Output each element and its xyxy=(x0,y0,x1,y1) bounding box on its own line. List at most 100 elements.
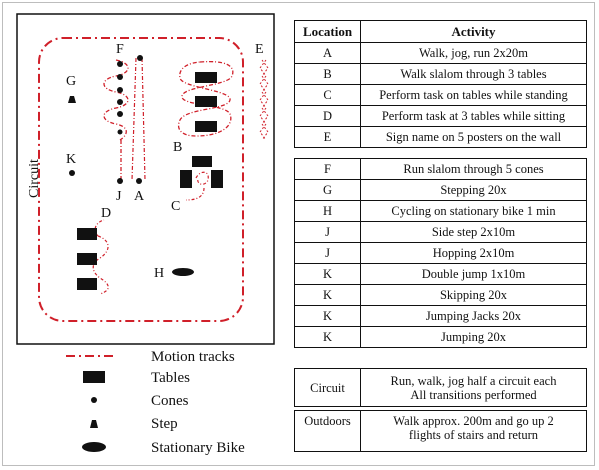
figure-frame xyxy=(2,2,595,466)
legend-label-step: Step xyxy=(151,416,178,432)
label-a: A xyxy=(134,189,145,204)
a-cone-top xyxy=(137,55,143,61)
h-bike-icon xyxy=(172,268,194,276)
cell-location: F xyxy=(294,158,361,180)
cell-location: H xyxy=(294,200,361,222)
outdoors-line-2: flights of stairs and return xyxy=(408,428,539,442)
table-row: K Jumping 20x xyxy=(294,326,587,348)
circuit-line-2: All transitions performed xyxy=(410,387,537,402)
cell-location: C xyxy=(294,84,361,106)
cell-location: A xyxy=(294,42,361,64)
c-track xyxy=(185,171,209,201)
table-row: B Walk slalom through 3 tables xyxy=(294,63,587,85)
cell-activity: Jumping 20x xyxy=(360,326,587,348)
c-table-left xyxy=(180,170,192,188)
table-row: C Perform task on tables while standing xyxy=(294,84,587,106)
cell-location: K xyxy=(294,284,361,306)
cell-location: E xyxy=(294,126,361,148)
legend-label-tables: Tables xyxy=(151,370,190,386)
f-cones xyxy=(117,61,123,135)
cell-activity: Cycling on stationary bike 1 min xyxy=(360,200,587,222)
cell-activity: Run slalom through 5 cones xyxy=(360,158,587,180)
cell-location: D xyxy=(294,105,361,127)
a-track xyxy=(131,57,146,181)
legend-label-motion-tracks: Motion tracks xyxy=(151,349,235,365)
cone xyxy=(117,99,123,105)
c-table-right xyxy=(211,170,223,188)
d-table-1 xyxy=(77,228,97,240)
cell-activity: Walk approx. 200m and go up 2 flights of… xyxy=(360,410,587,452)
f-slalom-track xyxy=(103,59,129,141)
label-b: B xyxy=(173,140,182,155)
g-step-icon xyxy=(68,96,76,103)
table-row: A Walk, jog, run 2x20m xyxy=(294,42,587,64)
header-location: Location xyxy=(294,20,361,43)
table-row: F Run slalom through 5 cones xyxy=(294,158,587,180)
cell-location: J xyxy=(294,242,361,264)
table-row: D Perform task at 3 tables while sitting xyxy=(294,105,587,127)
label-k: K xyxy=(66,152,76,167)
legend-label-stationary-bike: Stationary Bike xyxy=(151,440,245,456)
b-table-2 xyxy=(195,96,217,107)
cell-activity: Perform task at 3 tables while sitting xyxy=(360,105,587,127)
cone xyxy=(117,87,123,93)
activity-table-main: Location Activity A Walk, jog, run 2x20m… xyxy=(294,20,587,148)
cell-activity: Sign name on 5 posters on the wall xyxy=(360,126,587,148)
c-table-top xyxy=(192,156,212,167)
bike-icon xyxy=(82,442,106,452)
label-d: D xyxy=(101,206,111,221)
cell-activity: Double jump 1x10m xyxy=(360,263,587,285)
cell-activity: Walk slalom through 3 tables xyxy=(360,63,587,85)
table-row: J Side step 2x10m xyxy=(294,221,587,243)
cell-location: K xyxy=(294,305,361,327)
label-j: J xyxy=(116,189,122,204)
cell-location: B xyxy=(294,63,361,85)
label-e: E xyxy=(255,42,264,57)
room-border xyxy=(16,13,275,345)
cell-activity: Hopping 2x10m xyxy=(360,242,587,264)
header-activity: Activity xyxy=(360,20,587,43)
cell-activity: Side step 2x10m xyxy=(360,221,587,243)
table-row: J Hopping 2x10m xyxy=(294,242,587,264)
table-row: K Jumping Jacks 20x xyxy=(294,305,587,327)
cone xyxy=(117,111,123,117)
k-cone xyxy=(69,170,75,176)
label-circuit: Circuit xyxy=(27,159,42,198)
j-cone xyxy=(117,178,123,184)
cell-location: Circuit xyxy=(294,368,361,407)
circuit-line-1: Run, walk, jog half a circuit each xyxy=(390,373,557,388)
legend: Motion tracks Tables Cones Step Stationa… xyxy=(66,349,245,456)
table-row: G Stepping 20x xyxy=(294,179,587,201)
cell-activity: Run, walk, jog half a circuit each All t… xyxy=(360,368,587,407)
table-row: Circuit Run, walk, jog half a circuit ea… xyxy=(294,368,587,407)
d-table-3 xyxy=(77,278,97,290)
table-row: K Skipping 20x xyxy=(294,284,587,306)
label-h: H xyxy=(154,266,164,281)
cone-icon xyxy=(91,397,97,403)
table-row: E Sign name on 5 posters on the wall xyxy=(294,126,587,148)
label-f: F xyxy=(116,42,124,57)
step-icon xyxy=(90,420,98,428)
b-table-3 xyxy=(195,121,217,132)
b-table-1 xyxy=(195,72,217,83)
label-c: C xyxy=(171,199,180,214)
label-g: G xyxy=(66,74,76,89)
cell-activity: Stepping 20x xyxy=(360,179,587,201)
cell-activity: Walk, jog, run 2x20m xyxy=(360,42,587,64)
cell-activity: Perform task on tables while standing xyxy=(360,84,587,106)
table-row: Outdoors Walk approx. 200m and go up 2 f… xyxy=(294,410,587,452)
outdoors-line-1: Walk approx. 200m and go up 2 xyxy=(393,414,554,428)
activity-table-stations: F Run slalom through 5 cones G Stepping … xyxy=(294,158,587,348)
activity-table-outdoors: Outdoors Walk approx. 200m and go up 2 f… xyxy=(294,410,587,452)
cone xyxy=(117,74,123,80)
cell-activity: Jumping Jacks 20x xyxy=(360,305,587,327)
circuit-track xyxy=(38,37,244,322)
d-table-2 xyxy=(77,253,97,265)
cone xyxy=(117,61,123,67)
a-cone-bottom xyxy=(136,178,142,184)
cell-location: K xyxy=(294,326,361,348)
cell-location: Outdoors xyxy=(294,410,361,452)
table-row: H Cycling on stationary bike 1 min xyxy=(294,200,587,222)
cone xyxy=(117,129,123,135)
